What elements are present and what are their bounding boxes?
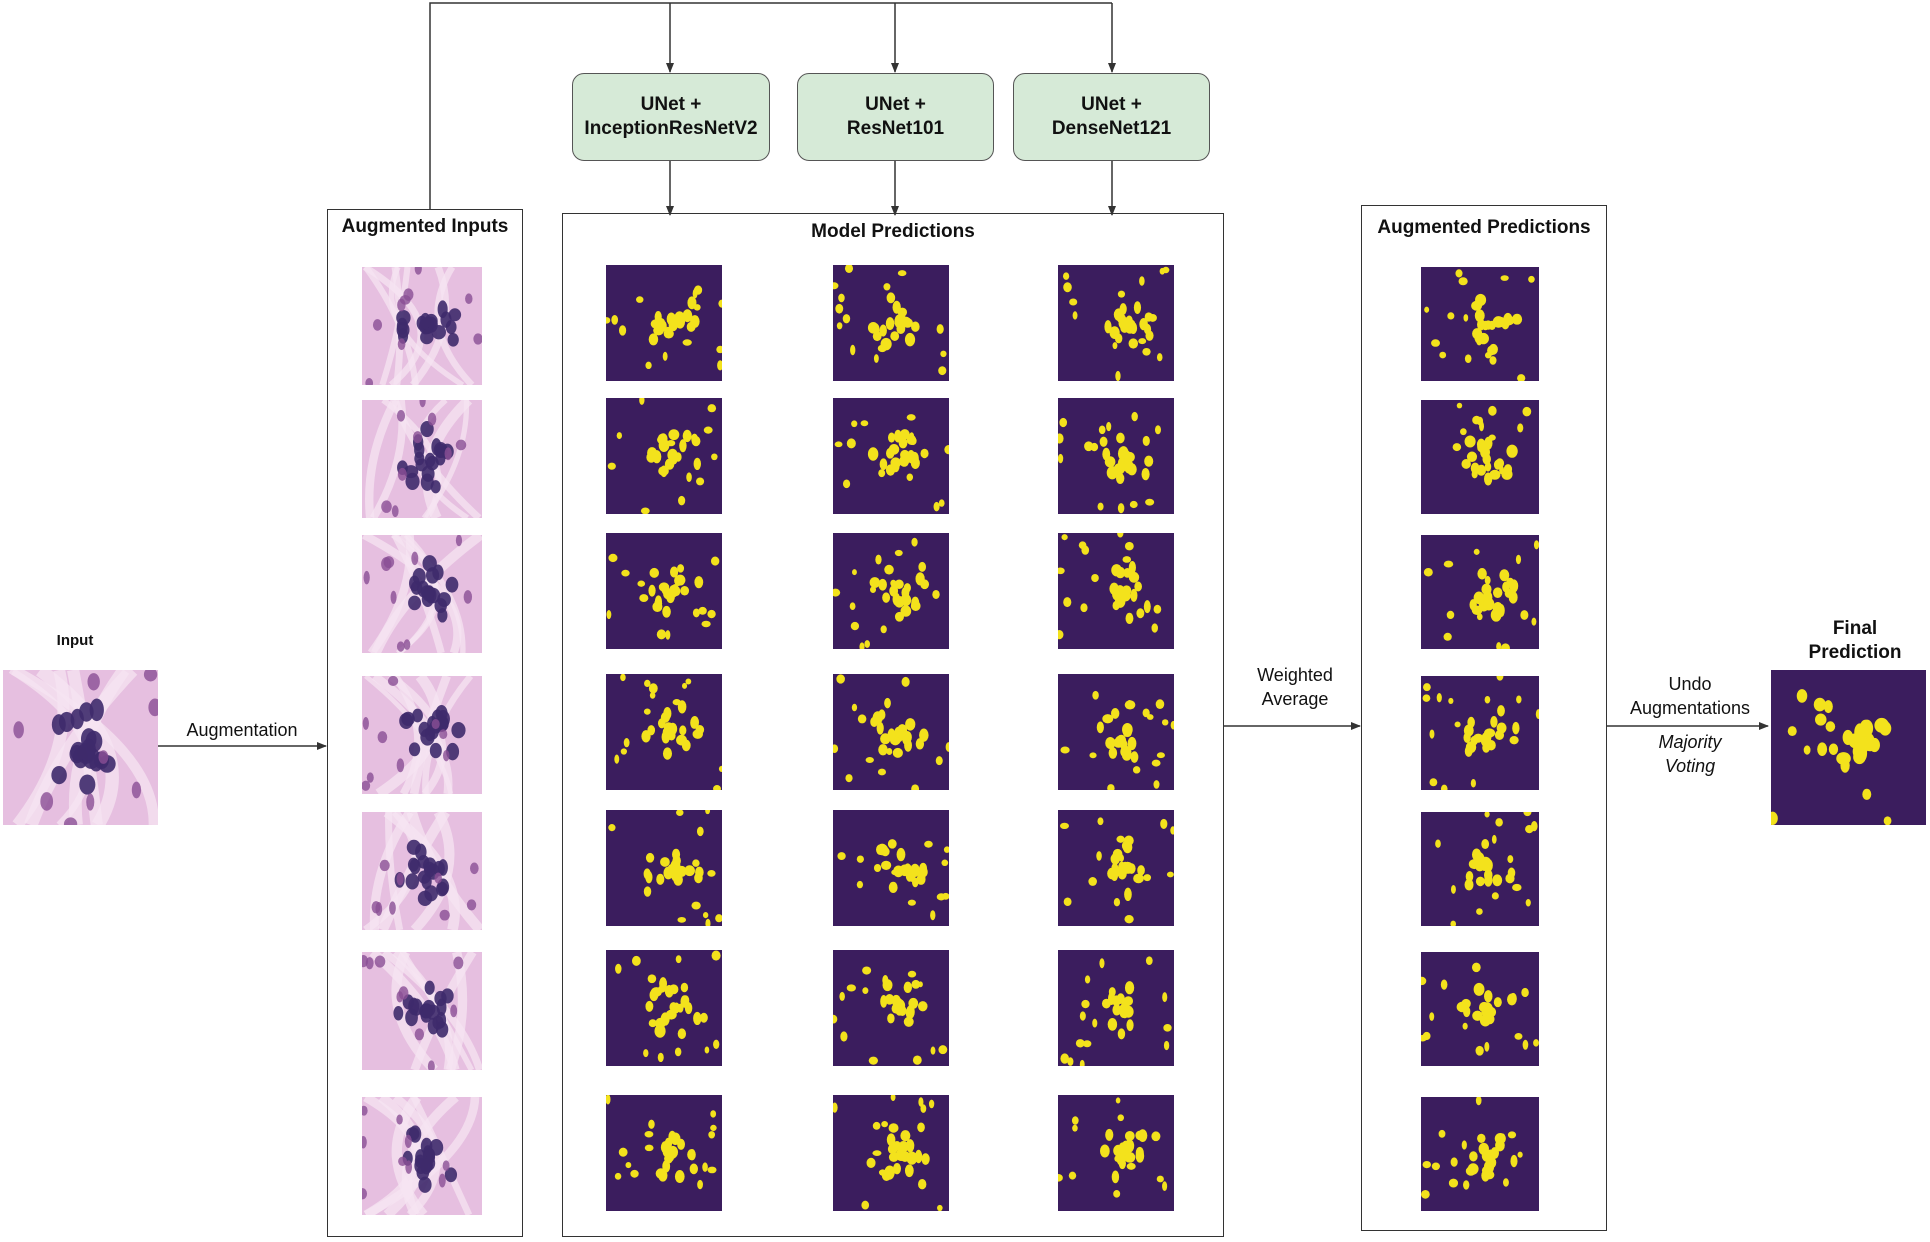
model-densenet121: UNet + DenseNet121 (1013, 73, 1210, 161)
augmented-inputs-panel (327, 209, 523, 1237)
model-resnet101: UNet + ResNet101 (797, 73, 994, 161)
final-prediction-mask (1771, 670, 1926, 825)
model-name-line1: UNet + (1081, 94, 1142, 115)
final-line1: Final (1832, 618, 1878, 639)
augmented-predictions-panel (1361, 205, 1607, 1231)
prediction-mask-tile (606, 533, 722, 649)
model-name-line1: UNet + (865, 94, 926, 115)
final-prediction-label: Final Prediction (1780, 617, 1930, 665)
augmented-prediction-tile (1421, 812, 1539, 926)
augmented-predictions-title: Augmented Predictions (1377, 217, 1591, 238)
model-name-line2: DenseNet121 (1051, 118, 1172, 139)
augmented-input-tile (362, 535, 482, 653)
model-name-line2: ResNet101 (846, 118, 945, 139)
prediction-mask-tile (1058, 265, 1174, 381)
prediction-mask-tile (1058, 533, 1174, 649)
majority-line: Majority (1658, 732, 1722, 752)
undo-line1: Undo (1668, 674, 1712, 694)
prediction-mask-tile (833, 674, 949, 790)
final-line2: Prediction (1808, 642, 1902, 663)
prediction-mask-tile (833, 533, 949, 649)
prediction-mask-tile (833, 398, 949, 514)
augmentation-label: Augmentation (186, 720, 298, 740)
undo-augmentations-label: Undo Augmentations Majority Voting (1610, 672, 1770, 778)
augmented-input-tile (362, 812, 482, 930)
prediction-mask-tile (606, 950, 722, 1066)
augmented-prediction-tile (1421, 676, 1539, 790)
model-name-line2: InceptionResNetV2 (584, 118, 758, 139)
augmented-prediction-tile (1421, 267, 1539, 381)
model-predictions-title: Model Predictions (811, 221, 975, 242)
augmented-input-tile (362, 267, 482, 385)
prediction-mask-tile (606, 398, 722, 514)
augmented-prediction-tile (1421, 952, 1539, 1066)
weighted-average-line1: Weighted (1257, 665, 1333, 685)
prediction-mask-tile (1058, 398, 1174, 514)
augmented-prediction-tile (1421, 1097, 1539, 1211)
prediction-mask-tile (606, 674, 722, 790)
augmented-prediction-tile (1421, 400, 1539, 514)
prediction-mask-tile (833, 950, 949, 1066)
prediction-mask-tile (833, 1095, 949, 1211)
prediction-mask-tile (606, 1095, 722, 1211)
model-predictions-panel (562, 213, 1224, 1237)
augmented-input-tile (362, 676, 482, 794)
weighted-average-line2: Average (1261, 689, 1329, 709)
augmented-input-tile (362, 400, 482, 518)
undo-line2: Augmentations (1629, 698, 1751, 718)
prediction-mask-tile (1058, 1095, 1174, 1211)
prediction-mask-tile (1058, 950, 1174, 1066)
input-image (3, 670, 158, 825)
prediction-mask-tile (1058, 810, 1174, 926)
prediction-mask-tile (606, 810, 722, 926)
weighted-average-label: Weighted Average (1230, 663, 1360, 711)
prediction-mask-tile (606, 265, 722, 381)
augmented-prediction-tile (1421, 535, 1539, 649)
input-label: Input (56, 632, 94, 649)
model-inceptionresnetv2: UNet + InceptionResNetV2 (572, 73, 770, 161)
voting-line: Voting (1664, 756, 1716, 776)
augmented-input-tile (362, 1097, 482, 1215)
prediction-mask-tile (1058, 674, 1174, 790)
prediction-mask-tile (833, 810, 949, 926)
augmented-input-tile (362, 952, 482, 1070)
prediction-mask-tile (833, 265, 949, 381)
augmented-inputs-title: Augmented Inputs (341, 216, 509, 237)
model-name-line1: UNet + (640, 94, 702, 115)
